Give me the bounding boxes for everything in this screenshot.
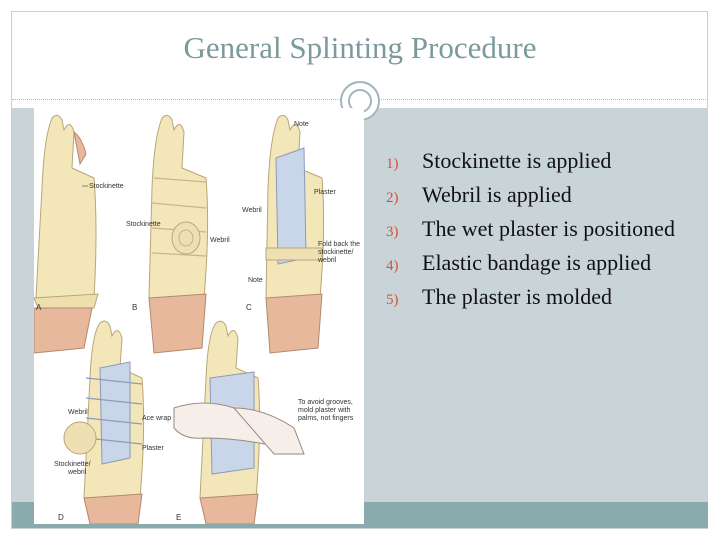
- label-avoid-line2: mold plaster with: [298, 407, 351, 414]
- panel-letter-b: B: [132, 303, 137, 312]
- list-number: 2): [386, 190, 399, 206]
- list-item: 4) Elastic bandage is applied: [386, 250, 686, 276]
- list-item-text: Elastic bandage is applied: [422, 250, 652, 275]
- slide-title: General Splinting Procedure: [183, 30, 537, 65]
- list-item: 5) The plaster is molded: [386, 284, 686, 310]
- panel-b-arm: [148, 114, 209, 354]
- label-note-c-bottom: Note: [248, 277, 263, 284]
- label-fold-line3: webril: [317, 257, 337, 264]
- label-webril-d: Webril: [68, 409, 88, 416]
- label-stockinette-webril-line1: Stockinette/: [54, 461, 91, 468]
- panel-e-arm: [173, 320, 305, 524]
- list-item: 3) The wet plaster is positioned: [386, 216, 686, 242]
- list-item: 2) Webril is applied: [386, 182, 686, 208]
- panel-letter-d: D: [58, 513, 64, 522]
- label-stockinette-webril-line2: webril: [67, 469, 87, 476]
- panel-d-arm: [63, 320, 145, 524]
- panel-a-arm: [34, 114, 99, 354]
- label-plaster-c: Plaster: [314, 189, 336, 196]
- label-fold-line2: stockinette/: [318, 249, 353, 256]
- procedure-steps-list: 1) Stockinette is applied 2) Webril is app…: [386, 148, 686, 318]
- list-number: 1): [386, 156, 399, 172]
- label-fold-line1: Fold back the: [318, 241, 360, 248]
- splinting-illustration: Stockinette A Stockinette Webril B Note: [34, 108, 364, 524]
- list-item-text: Webril is applied: [422, 182, 572, 207]
- list-number: 4): [386, 258, 399, 274]
- label-stockinette-b: Stockinette: [126, 221, 161, 228]
- panel-c-arm: [265, 114, 325, 354]
- label-avoid-line1: To avoid grooves,: [298, 399, 353, 406]
- list-item: 1) Stockinette is applied: [386, 148, 686, 174]
- label-ace-wrap: Ace wrap: [142, 415, 171, 422]
- list-item-text: The plaster is molded: [422, 284, 613, 309]
- panel-letter-c: C: [246, 303, 252, 312]
- list-item-text: Stockinette is applied: [422, 148, 612, 173]
- list-number: 3): [386, 224, 399, 240]
- list-number: 5): [386, 292, 399, 308]
- list-item-text: The wet plaster is positioned: [422, 216, 675, 241]
- panel-letter-e: E: [176, 513, 181, 522]
- label-note-c-top: Note: [294, 121, 309, 128]
- panel-letter-a: A: [36, 303, 42, 312]
- splinting-illustration-svg: Stockinette A Stockinette Webril B Note: [34, 114, 360, 524]
- label-webril-b: Webril: [210, 237, 230, 244]
- label-plaster-d: Plaster: [142, 445, 164, 452]
- label-stockinette-a: Stockinette: [89, 183, 124, 190]
- label-avoid-line3: palms, not fingers: [298, 415, 354, 422]
- label-webril-c: Webril: [242, 207, 262, 214]
